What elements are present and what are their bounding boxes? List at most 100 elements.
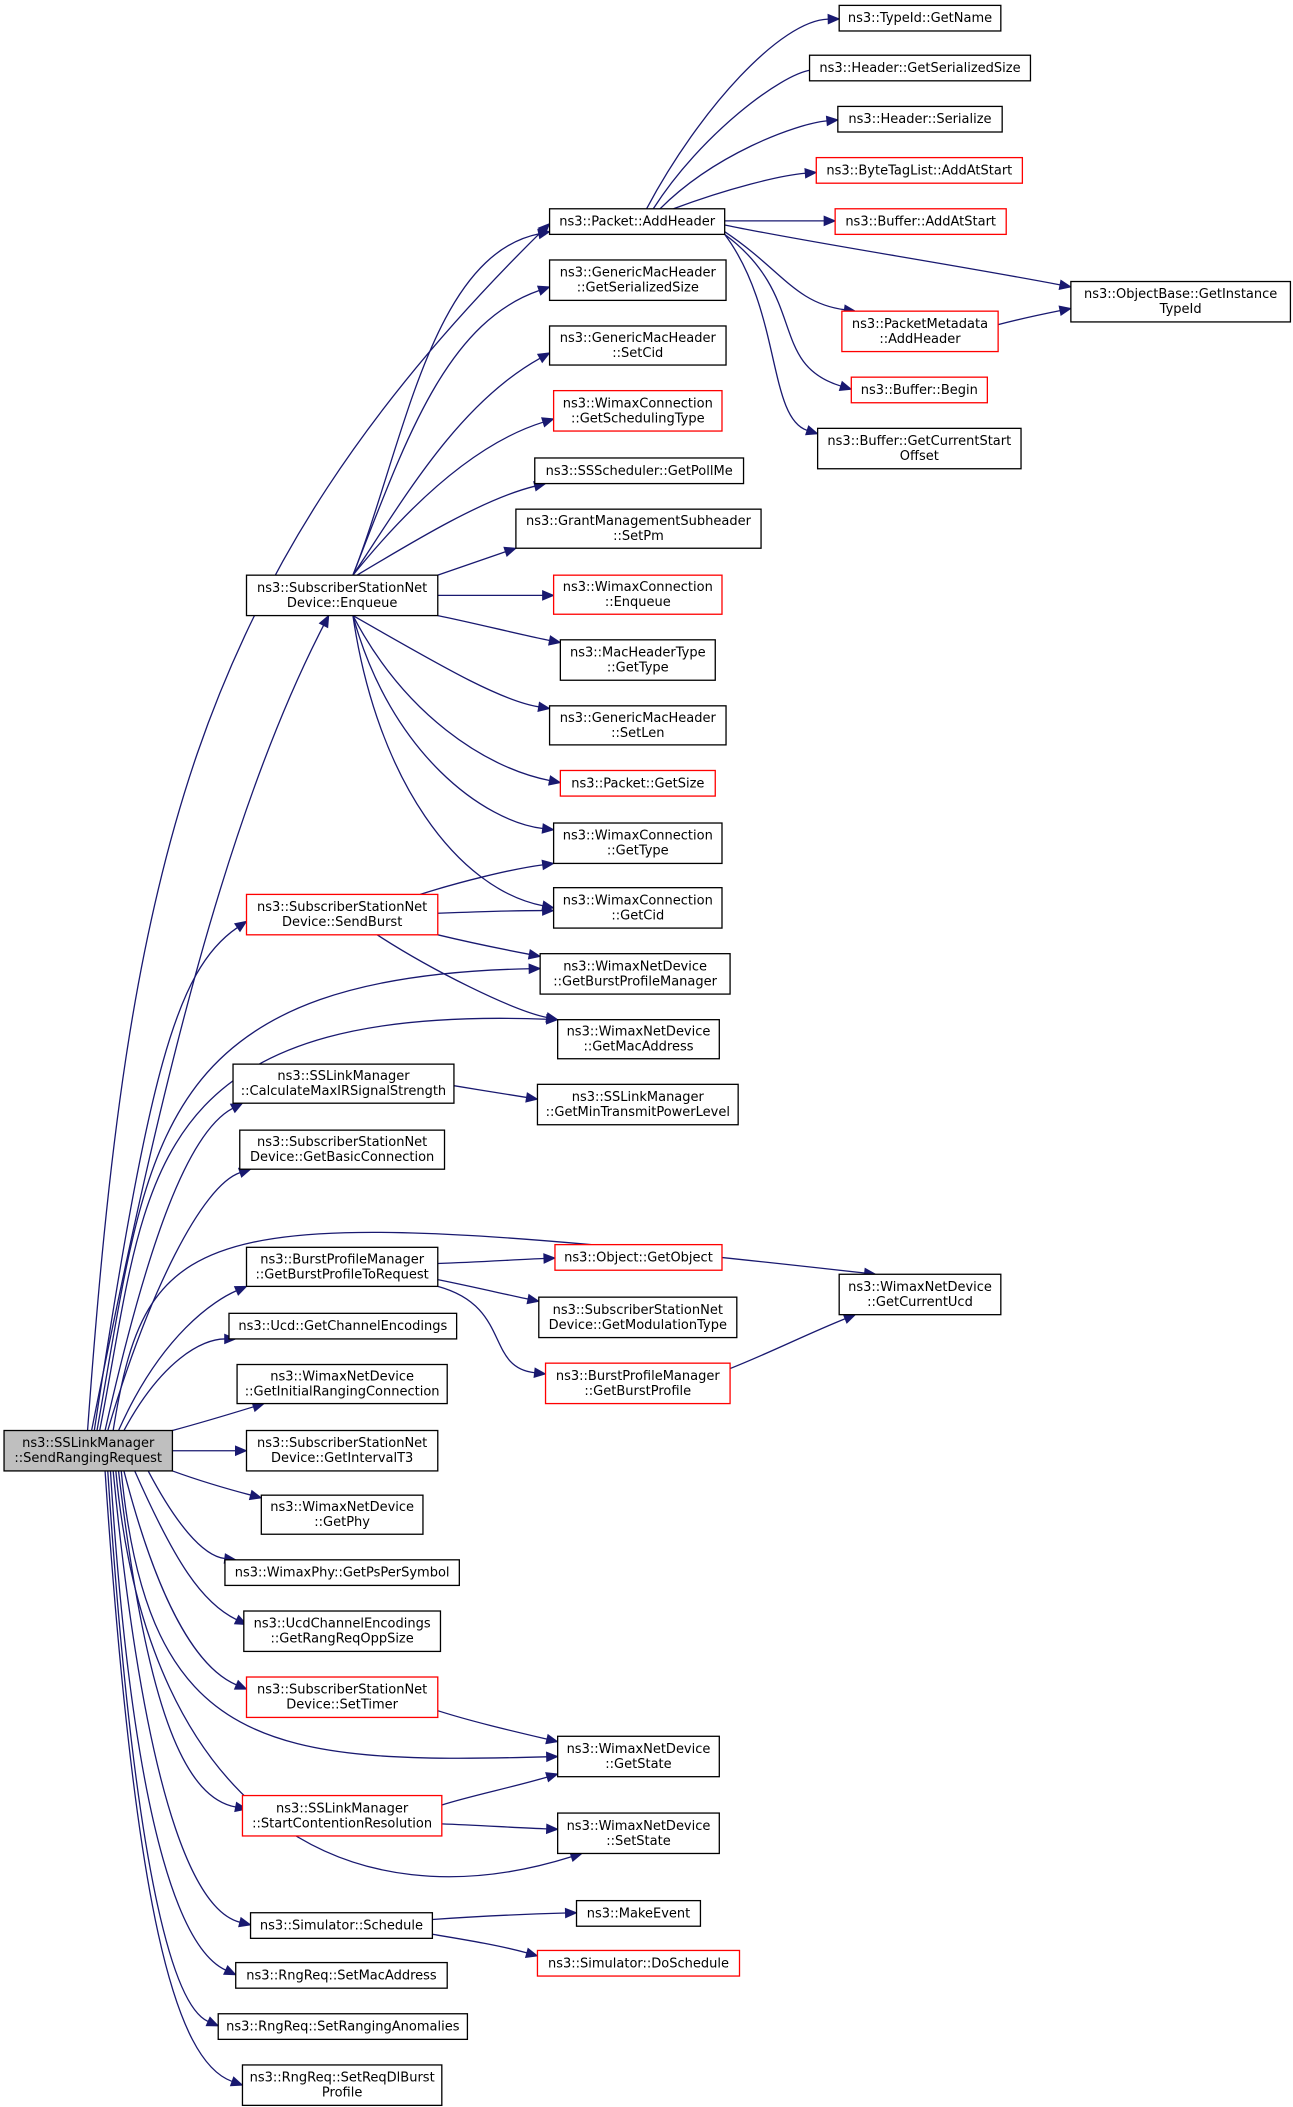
node-label: ns3::WimaxPhy::GetPsPerSymbol [235, 1566, 450, 1581]
node-label: ::GetBurstProfile [584, 1384, 691, 1399]
call-edge-line [724, 233, 841, 387]
call-edge-line [93, 926, 238, 1431]
call-edge-line [104, 1107, 234, 1431]
node-ucdchannelencodings-getrangreqoppsize[interactable]: ns3::UcdChannelEncodings::GetRangReqOppS… [243, 1610, 442, 1653]
node-box [239, 1129, 446, 1170]
node-label: TypeId [1159, 302, 1202, 317]
node-grantmanagementsubheader-setpm[interactable]: ns3::GrantManagementSubheader::SetPm [515, 508, 762, 549]
node-simulator-doschedule[interactable]: ns3::Simulator::DoSchedule [536, 1949, 741, 1977]
node-typeid-getname[interactable]: ns3::TypeId::GetName [838, 4, 1002, 32]
node-genericmacheader-setlen[interactable]: ns3::GenericMacHeader::SetLen [548, 705, 727, 746]
node-ssnetdevice-getmodulationtype[interactable]: ns3::SubscriberStationNetDevice::GetModu… [538, 1296, 738, 1339]
node-wimaxnetdevice-getmacaddress[interactable]: ns3::WimaxNetDevice::GetMacAddress [557, 1019, 720, 1060]
node-label: ns3::RngReq::SetRangingAnomalies [226, 2020, 460, 2035]
call-edge-line [352, 615, 543, 907]
node-makeevent[interactable]: ns3::MakeEvent [575, 1899, 702, 1927]
node-label: ns3::WimaxNetDevice [270, 1500, 414, 1515]
node-label: ns3::Buffer::Begin [861, 383, 978, 398]
node-buffer-addatstart[interactable]: ns3::Buffer::AddAtStart [834, 208, 1007, 236]
node-box [245, 1429, 439, 1472]
node-label: ::GetCid [611, 908, 664, 923]
call-edge-line [724, 224, 1061, 286]
arrowhead-icon [842, 1313, 857, 1324]
arrowhead-icon [542, 905, 555, 916]
call-edge-line [437, 614, 550, 642]
node-box [552, 389, 723, 432]
node-label: ns3::Buffer::AddAtStart [845, 215, 996, 230]
node-header-getserializedsize[interactable]: ns3::Header::GetSerializedSize [808, 54, 1032, 82]
node-ssnetdevice-getbasicconnection[interactable]: ns3::SubscriberStationNetDevice::GetBasi… [239, 1129, 446, 1170]
node-ssnetdevice-getintervalt3[interactable]: ns3::SubscriberStationNetDevice::GetInte… [245, 1429, 439, 1472]
call-edge-burstprofilemanager_getburstprofile-to-wimaxnetdevice_getcurrentucd [729, 1313, 857, 1370]
arrowhead-icon [229, 1102, 244, 1114]
node-bytetaglist-addatstart[interactable]: ns3::ByteTagList::AddAtStart [815, 156, 1024, 184]
node-buffer-begin[interactable]: ns3::Buffer::Begin [850, 376, 989, 404]
node-wimaxnetdevice-getburstprofilemanager[interactable]: ns3::WimaxNetDevice::GetBurstProfileMana… [539, 953, 731, 995]
node-ssscheduler-getpollme[interactable]: ns3::SSScheduler::GetPollMe [534, 457, 745, 485]
node-box [260, 1494, 424, 1535]
node-label: ns3::SubscriberStationNet [257, 900, 427, 915]
call-edge-line [117, 1470, 236, 1808]
node-label: ns3::WimaxNetDevice [567, 1025, 711, 1040]
node-ssnetdevice-settimer[interactable]: ns3::SubscriberStationNetDevice::SetTime… [245, 1676, 439, 1719]
node-sslinkmanager-calculatemaxirsignalstrength[interactable]: ns3::SSLinkManager::CalculateMaxIRSignal… [232, 1063, 455, 1104]
node-object-getobject[interactable]: ns3::Object::GetObject [554, 1243, 723, 1271]
node-sslinkmanager-startcontentionresolution[interactable]: ns3::SSLinkManager::StartContentionResol… [241, 1794, 443, 1837]
node-wimaxconnection-gettype[interactable]: ns3::WimaxConnection::GetType [552, 822, 723, 865]
node-header-serialize[interactable]: ns3::Header::Serialize [837, 105, 1003, 133]
node-genericmacheader-getserializedsize[interactable]: ns3::GenericMacHeader::GetSerializedSize [548, 259, 727, 302]
node-wimaxconnection-enqueue[interactable]: ns3::WimaxConnection::Enqueue [552, 574, 723, 615]
arrowhead-icon [233, 1679, 248, 1690]
call-edge-line [432, 1912, 566, 1921]
node-label: ::GetSchedulingType [571, 411, 705, 426]
node-label: ns3::Packet::GetSize [571, 776, 704, 791]
call-edge-line [441, 1823, 547, 1830]
node-box [245, 893, 439, 936]
node-box [557, 1019, 720, 1060]
call-edge-sslinkmanager_calculatemaxirsignalstrength-to-sslinkmanager_getmintransmitpowerlevel [453, 1085, 539, 1103]
node-packetmetadata-addheader[interactable]: ns3::PacketMetadata::AddHeader [841, 310, 999, 353]
call-edge-ssnetdevice_enqueue-to-packet_addheader [352, 228, 551, 576]
node-sslinkmanager-getmintransmitpowerlevel[interactable]: ns3::SSLinkManager::GetMinTransmitPowerL… [536, 1083, 739, 1126]
node-rngreq-setmacaddress[interactable]: ns3::RngReq::SetMacAddress [235, 1961, 448, 1989]
node-wimaxnetdevice-setstate[interactable]: ns3::WimaxNetDevice::SetState [557, 1812, 720, 1855]
node-label: ns3::Ucd::GetChannelEncodings [238, 1319, 447, 1334]
node-box [3, 1429, 174, 1472]
node-label: ns3::SSLinkManager [277, 1069, 410, 1084]
node-ucd-getchannelencodings[interactable]: ns3::Ucd::GetChannelEncodings [228, 1312, 458, 1340]
node-simulator-schedule[interactable]: ns3::Simulator::Schedule [249, 1912, 434, 1939]
call-edge-ssnetdevice_enqueue-to-wimaxconnection_getschedulingtype [352, 417, 555, 576]
node-wimaxnetdevice-getcurrentucd[interactable]: ns3::WimaxNetDevice::GetCurrentUcd [838, 1273, 1002, 1316]
arrowhead-icon [537, 701, 551, 713]
node-label: ns3::BurstProfileManager [556, 1369, 720, 1384]
node-packet-addheader[interactable]: ns3::Packet::AddHeader [548, 208, 726, 236]
call-edge-line [352, 615, 550, 782]
node-macheadertype-gettype[interactable]: ns3::MacHeaderType::GetType [559, 639, 716, 681]
node-packet-getsize[interactable]: ns3::Packet::GetSize [559, 769, 716, 797]
node-wimaxnetdevice-getstate[interactable]: ns3::WimaxNetDevice::GetState [557, 1735, 720, 1778]
node-label: ns3::WimaxNetDevice [848, 1280, 992, 1295]
node-wimaxconnection-getcid[interactable]: ns3::WimaxConnection::GetCid [552, 887, 723, 929]
call-edge-root-to-wimaxphy_getpspersymbol [147, 1470, 238, 1564]
node-wimaxphy-getpspersymbol[interactable]: ns3::WimaxPhy::GetPsPerSymbol [224, 1559, 460, 1587]
node-box [838, 4, 1002, 32]
node-burstprofilemanager-getburstprofiletorequest[interactable]: ns3::BurstProfileManager::GetBurstProfil… [245, 1246, 439, 1288]
node-wimaxconnection-getschedulingtype[interactable]: ns3::WimaxConnection::GetSchedulingType [552, 389, 723, 432]
node-rngreq-setranginganomalies[interactable]: ns3::RngReq::SetRangingAnomalies [217, 2013, 469, 2041]
node-wimaxnetdevice-getphy[interactable]: ns3::WimaxNetDevice::GetPhy [260, 1494, 424, 1535]
node-wimaxnetdevice-getinitialrangingconnection[interactable]: ns3::WimaxNetDevice::GetInitialRangingCo… [236, 1363, 448, 1405]
call-edge-line [356, 485, 536, 576]
node-genericmacheader-setcid[interactable]: ns3::GenericMacHeader::SetCid [548, 325, 727, 366]
node-label: ns3::ObjectBase::GetInstance [1084, 287, 1277, 302]
node-box [554, 1243, 723, 1271]
call-edge-root-to-wimaxnetdevice_getphy [172, 1470, 263, 1501]
call-edge-line [134, 1470, 237, 1621]
node-ssnetdevice-sendburst[interactable]: ns3::SubscriberStationNetDevice::SendBur… [245, 893, 439, 936]
call-edge-line [432, 1933, 528, 1954]
arrowhead-icon [526, 1293, 541, 1305]
node-burstprofilemanager-getburstprofile[interactable]: ns3::BurstProfileManager::GetBurstProfil… [544, 1362, 731, 1405]
